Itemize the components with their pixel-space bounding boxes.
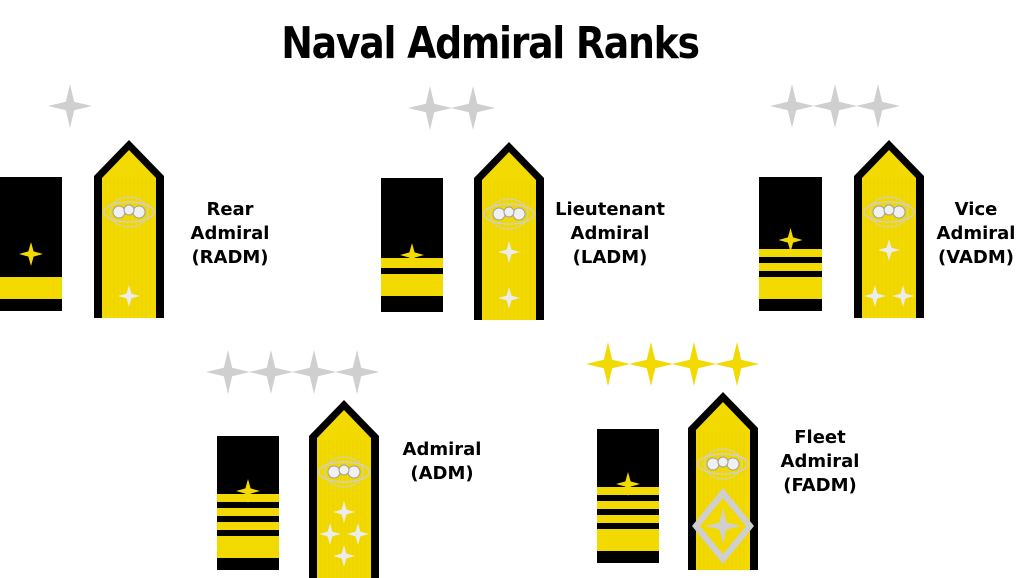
rank-label: Vice Admiral (VADM) xyxy=(928,198,1024,270)
rank-label-line1: Fleet xyxy=(794,427,846,448)
cuff-stripe xyxy=(217,508,279,516)
sleeve-cuff xyxy=(217,436,279,570)
rank-label-line2: Admiral xyxy=(570,223,650,244)
cuff-stripe xyxy=(381,274,443,296)
board-star-icon xyxy=(498,241,520,263)
board-star-icon xyxy=(347,523,369,545)
rank-label-line1: Vice xyxy=(954,199,998,220)
rank-star-icon xyxy=(856,84,900,128)
sleeve-cuff xyxy=(381,178,443,312)
shoulder-board xyxy=(854,140,924,318)
board-emblem-icon xyxy=(483,198,535,230)
rank-star-icon xyxy=(586,342,630,386)
board-star-icon xyxy=(864,285,886,307)
board-star-icon xyxy=(319,523,341,545)
cuff-stripe xyxy=(0,277,62,299)
cuff-star-icon xyxy=(236,479,260,503)
board-star-icon xyxy=(878,239,900,261)
shoulder-board xyxy=(94,140,164,318)
rank-star-icon xyxy=(249,350,293,394)
board-emblem-icon xyxy=(863,196,915,228)
rank-star-icon xyxy=(292,350,336,394)
board-emblem-icon xyxy=(318,456,370,488)
rank-label-line2: Admiral xyxy=(936,223,1016,244)
cuff-star-icon xyxy=(778,228,803,252)
cuff-stripe xyxy=(597,487,659,495)
board-star-icon xyxy=(118,285,140,307)
board-star-icon xyxy=(333,501,355,523)
rank-star-icon xyxy=(672,342,716,386)
rank-star-icon xyxy=(335,350,379,394)
sleeve-cuff xyxy=(0,177,62,311)
rank-label-line3: (LADM) xyxy=(572,247,648,268)
rank-star-icon xyxy=(715,342,759,386)
rank-label-line3: (RADM) xyxy=(191,247,269,268)
rank-label: Fleet Admiral (FADM) xyxy=(768,426,872,498)
cuff-star-icon xyxy=(616,472,640,496)
rank-star-icon xyxy=(813,84,857,128)
board-emblem-icon xyxy=(103,196,155,228)
rank-label-line1: Rear xyxy=(206,199,254,220)
rank-star-icon xyxy=(770,84,814,128)
rank-label-line1: Lieutenant xyxy=(555,199,665,220)
board-diamond-icon xyxy=(692,488,754,564)
rank-star-icon xyxy=(408,86,452,130)
rank-label: Rear Admiral (RADM) xyxy=(178,198,282,270)
shoulder-board xyxy=(688,392,758,570)
cuff-stripe xyxy=(217,494,279,502)
board-star-icon xyxy=(498,287,520,309)
cuff-stripe xyxy=(759,277,822,299)
rank-label-line3: (FADM) xyxy=(783,475,857,496)
cuff-star-icon xyxy=(400,243,424,267)
cuff-stripe xyxy=(597,529,659,551)
sleeve-cuff xyxy=(759,177,822,311)
rank-star-icon xyxy=(206,350,250,394)
rank-star-icon xyxy=(629,342,673,386)
cuff-stripe xyxy=(597,515,659,523)
rank-label-line2: Admiral xyxy=(780,451,860,472)
rank-label: Lieutenant Admiral (LADM) xyxy=(548,198,672,270)
board-emblem-icon xyxy=(697,448,749,480)
board-star-icon xyxy=(333,545,355,567)
rank-star-icon xyxy=(48,84,92,128)
cuff-stripe xyxy=(759,249,822,257)
cuff-stripe xyxy=(217,522,279,530)
shoulder-board xyxy=(309,400,379,578)
cuff-stripe xyxy=(217,536,279,558)
cuff-stripe xyxy=(759,263,822,271)
rank-label-line2: (ADM) xyxy=(410,463,474,484)
cuff-star-icon xyxy=(19,242,43,266)
board-star-icon xyxy=(892,285,914,307)
shoulder-board xyxy=(474,142,544,320)
rank-label-line2: Admiral xyxy=(190,223,270,244)
rank-star-icon xyxy=(451,86,495,130)
page-title: Naval Admiral Ranks xyxy=(281,18,700,69)
rank-label-line3: (VADM) xyxy=(938,247,1014,268)
sleeve-cuff xyxy=(597,429,659,563)
rank-label: Admiral (ADM) xyxy=(392,438,492,486)
rank-label-line1: Admiral xyxy=(402,439,482,460)
cuff-stripe xyxy=(597,501,659,509)
cuff-stripe xyxy=(381,258,443,268)
